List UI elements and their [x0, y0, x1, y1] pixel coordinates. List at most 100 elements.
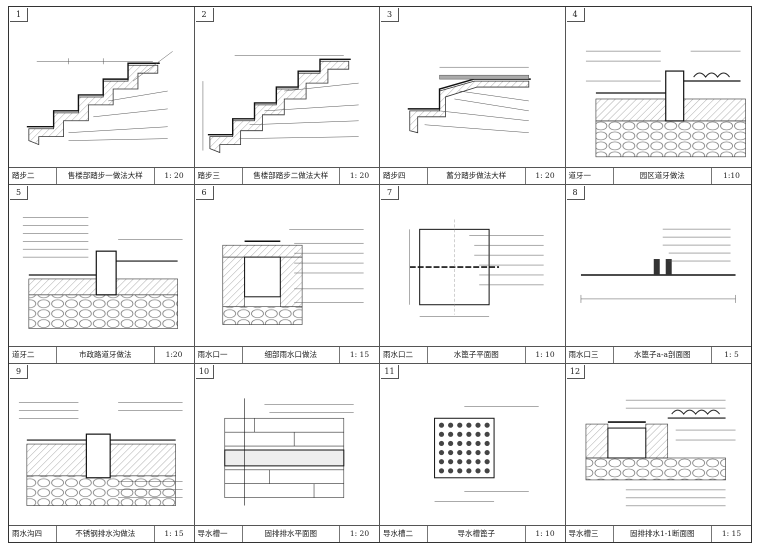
drawing-sheet: 1 踏步二 售楼部踏步一做法大样 1: 20 2 [8, 6, 752, 543]
grate-hole [457, 422, 463, 428]
panel-titlebar: 踏步三 售楼部踏步二做法大样 1: 20 [194, 167, 379, 185]
panel-number: 3 [381, 8, 399, 22]
grate-hole [457, 449, 463, 455]
grate-hole [466, 449, 472, 455]
panel-code: 踏步三 [195, 168, 243, 185]
panel-title: 市政路道牙做法 [79, 349, 132, 359]
grate-hole [438, 449, 445, 455]
grate-hole [475, 458, 481, 464]
panel-2: 2 踏步三 售楼部踏步二做法大样 1: 20 [194, 7, 380, 186]
panel-scale: 1: 15 [339, 346, 379, 363]
panel-title: 水篦子a-a剖面图 [634, 349, 691, 359]
grate-hole [466, 422, 472, 428]
panel-number: 5 [10, 186, 28, 201]
panel-6: 6 雨水口一 细部雨水口做法 1: 15 [194, 185, 380, 364]
panel-scale: 1: 10 [524, 525, 565, 542]
panel-scale: 1:10 [711, 168, 751, 185]
panel-title: 固排排水1-1断面图 [629, 528, 695, 538]
panel-4: 4 道牙一 园区道牙做法 1:10 [565, 7, 751, 186]
panel-titlebar: 踏步四 蓄分踏步做法大样 1: 20 [380, 167, 565, 185]
grate-hole [466, 440, 472, 446]
panel-titlebar: 雨水口三 水篦子a-a剖面图 1: 5 [565, 345, 751, 363]
panel-code: 踏步四 [380, 168, 428, 185]
panel-number: 10 [195, 364, 214, 379]
panel-number: 4 [566, 8, 585, 22]
panel-titlebar: 雨水口二 水篦子平面图 1: 10 [380, 345, 565, 363]
grate-hole [438, 467, 445, 474]
grate-hole [484, 449, 490, 455]
grate-hole [466, 467, 472, 474]
panel-5: 5 道牙二 市政路道牙做法 1:20 [9, 185, 195, 364]
grate-section-drawing-8 [580, 229, 736, 304]
panel-code: 道牙一 [566, 168, 614, 185]
panel-7: 7 雨水口二 水篦子平面图 1: 10 [380, 185, 566, 364]
stair-detail-drawing-2 [202, 55, 359, 154]
grate-hole [457, 458, 463, 464]
grate-hole [475, 467, 481, 474]
rain-inlet-drawing-6 [221, 229, 364, 326]
panel-code: 导水槽一 [195, 525, 243, 542]
panel-title: 细部雨水口做法 [264, 349, 318, 359]
panel-number: 2 [195, 8, 214, 22]
panel-code: 雨水口一 [195, 346, 243, 363]
drain-plan-drawing-10 [223, 398, 354, 506]
grate-hole [457, 467, 463, 474]
steel-drain-ditch-drawing-9 [18, 401, 183, 506]
panel-code: 雨水沟四 [9, 525, 57, 542]
panel-12: 12 导水槽三 固排排水1-1断面图 1: 15 [565, 364, 751, 542]
panel-code: 道牙二 [9, 346, 57, 363]
panel-title: 不锈钢排水沟做法 [75, 528, 136, 538]
grate-hole [448, 449, 454, 455]
panel-3: 3 踏步四 蓄分踏步做法大样 1: 20 [380, 7, 566, 186]
grate-hole [448, 431, 454, 437]
panel-11: 11 导水槽二 导水槽篦子 1: 10 [380, 363, 566, 542]
panel-title: 园区道牙做法 [639, 171, 685, 181]
panel-scale: 1:20 [153, 346, 194, 363]
panel-title: 水篦子平面图 [453, 349, 499, 359]
panel-scale: 1: 15 [711, 525, 751, 542]
panel-number: 12 [566, 364, 585, 379]
panel-title: 导水槽篦子 [457, 528, 496, 538]
panel-number: 7 [381, 186, 399, 201]
grate-hole [438, 458, 445, 464]
curb-detail-drawing-4 [585, 50, 746, 158]
grate-hole [466, 458, 472, 464]
panel-scale: 1: 20 [153, 168, 194, 185]
step-detail-drawing-3 [407, 66, 531, 134]
panel-scale: 1: 20 [524, 168, 565, 185]
panel-titlebar: 踏步二 售楼部踏步一做法大样 1: 20 [9, 167, 194, 185]
grate-hole [438, 440, 445, 446]
panel-code: 雨水口三 [566, 346, 614, 363]
panel-title: 售楼部踏步二做法大样 [253, 171, 329, 181]
grate-hole [448, 458, 454, 464]
grate-hole [484, 440, 490, 446]
grate-hole [475, 440, 481, 446]
grate-hole [484, 422, 490, 428]
panel-code: 雨水口二 [380, 346, 428, 363]
stair-detail-drawing-1 [26, 51, 173, 146]
grate-hole [475, 449, 481, 455]
panel-scale: 1: 5 [711, 346, 751, 363]
grate-hole [438, 422, 445, 428]
grate-hole [448, 467, 454, 474]
panel-titlebar: 雨水口一 细部雨水口做法 1: 15 [194, 345, 379, 363]
panel-scale: 1: 15 [153, 525, 194, 542]
panel-code: 导水槽二 [380, 525, 428, 542]
grate-hole [448, 440, 454, 446]
grate-hole [484, 431, 490, 437]
panel-scale: 1: 20 [339, 168, 379, 185]
panel-number: 8 [566, 186, 585, 201]
panel-title: 售楼部踏步一做法大样 [67, 171, 143, 181]
grate-hole [457, 440, 463, 446]
panel-code: 导水槽三 [566, 525, 614, 542]
panel-number: 1 [10, 8, 28, 22]
drain-section-drawing-12 [585, 399, 736, 506]
panel-number: 6 [195, 186, 214, 201]
drain-grate-drawing-11 [434, 405, 539, 502]
panel-number: 11 [381, 364, 399, 379]
panel-titlebar: 道牙二 市政路道牙做法 1:20 [9, 345, 194, 363]
curb-detail-drawing-5 [22, 217, 183, 330]
panel-titlebar: 道牙一 园区道牙做法 1:10 [565, 167, 751, 185]
grate-hole [475, 431, 481, 437]
grate-hole [475, 422, 481, 428]
